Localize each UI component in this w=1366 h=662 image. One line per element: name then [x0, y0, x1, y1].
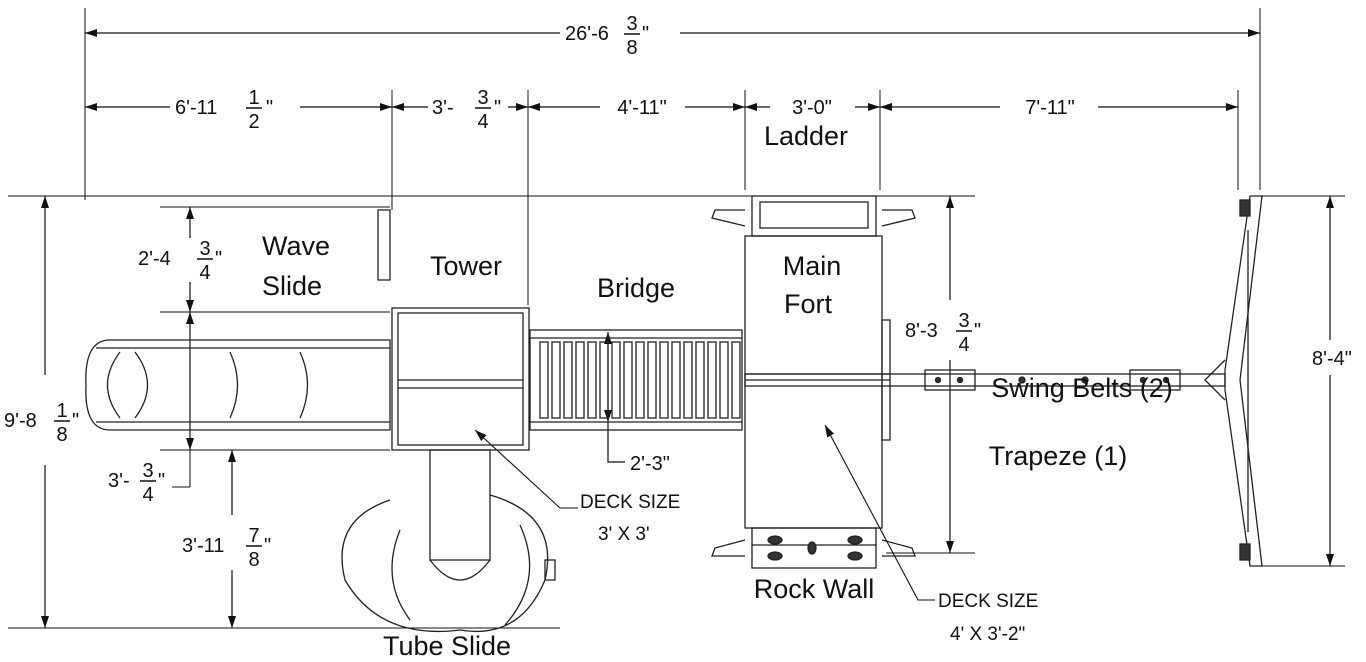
overall-width-dim: 26'-6	[565, 23, 609, 45]
fort-deck-note-2: 4' X 3'-2"	[950, 624, 1025, 645]
bridge-plank	[671, 341, 681, 419]
ladder-width-dim: 3'-0"	[792, 97, 832, 119]
fort-depth-den: 4	[958, 334, 969, 356]
tower-width-dim: 3'-	[432, 97, 454, 119]
swing-label-1: Swing Belts (2)	[991, 373, 1173, 403]
bridge-plank	[623, 341, 633, 419]
bridge-plank	[539, 341, 549, 419]
structure	[85, 195, 1263, 633]
wave-lower-dim: 3'-	[108, 470, 130, 492]
tube-depth-num: 7	[248, 525, 259, 547]
overall-depth-unit: "	[72, 410, 79, 432]
wave-slide-label-2: Slide	[262, 271, 322, 301]
wave-upper-num: 3	[199, 238, 210, 260]
bridge-depth-dim: 2'-3"	[630, 453, 670, 475]
tower-width-unit: "	[494, 97, 501, 119]
tower-deck-note-2: 3' X 3'	[598, 524, 650, 545]
tower-deck-note-1: DECK SIZE	[580, 492, 680, 513]
tube-depth-unit: "	[264, 535, 271, 557]
tower-label: Tower	[430, 251, 502, 281]
main-fort-label-2: Fort	[784, 289, 833, 319]
bridge-plank	[575, 341, 585, 419]
wave-width-unit: "	[266, 97, 273, 119]
overall-width-num: 3	[626, 13, 637, 35]
bridge-plank	[611, 341, 621, 419]
tube-depth-dim: 3'-11	[182, 535, 224, 557]
dimension-lines-horizontal	[85, 29, 1260, 111]
bridge-label: Bridge	[597, 273, 675, 303]
bridge-plank	[587, 341, 597, 419]
swing-width-dim: 7'-11"	[1025, 97, 1074, 119]
overall-depth-num: 1	[56, 400, 67, 422]
wave-width-den: 2	[248, 111, 259, 133]
bridge-plank	[647, 341, 657, 419]
bridge-plank	[683, 341, 693, 419]
tube-slide-label: Tube Slide	[383, 631, 511, 661]
bridge-plank	[695, 341, 705, 419]
bridge-plank	[659, 341, 669, 419]
tube-depth-den: 8	[248, 549, 259, 571]
bridge-drawing	[529, 329, 743, 431]
wave-slide-drawing	[85, 209, 391, 431]
fort-deck-note-1: DECK SIZE	[938, 591, 1038, 612]
overall-width-unit: "	[642, 23, 649, 45]
bridge-plank	[719, 341, 729, 419]
bridge-plank	[635, 341, 645, 419]
fort-depth-num: 3	[958, 310, 969, 332]
dimension-texts: 26'-6 3 8 " 6'-11 1 2 " 3'- 3 4 " 4'-11"…	[4, 13, 1352, 571]
tube-slide-drawing	[341, 449, 556, 633]
wave-upper-dim: 2'-4	[138, 248, 171, 270]
wave-upper-den: 4	[199, 262, 210, 284]
wave-width-num: 1	[248, 87, 259, 109]
fort-depth-unit: "	[974, 320, 981, 342]
rock-wall-drawing	[711, 527, 916, 569]
swing-depth-dim: 8'-4"	[1312, 348, 1352, 370]
bridge-plank	[707, 341, 717, 419]
tower-width-den: 4	[477, 111, 488, 133]
wave-width-dim: 6'-11	[175, 97, 217, 119]
a-frame-drawing	[1204, 195, 1263, 567]
bridge-plank	[551, 341, 561, 419]
ladder-drawing	[711, 195, 916, 237]
swing-label-2: Trapeze (1)	[989, 441, 1128, 471]
main-fort-label-1: Main	[783, 251, 842, 281]
rock-wall-label: Rock Wall	[754, 574, 875, 604]
wave-lower-unit: "	[158, 470, 165, 492]
deck-notes: DECK SIZE 3' X 3' DECK SIZE 4' X 3'-2"	[580, 492, 1038, 645]
wave-slide-label-1: Wave	[262, 231, 330, 261]
overall-depth-dim: 9'-8	[4, 410, 37, 432]
tower-drawing	[391, 307, 530, 451]
wave-upper-unit: "	[215, 248, 222, 270]
wave-lower-num: 3	[142, 460, 153, 482]
bridge-width-dim: 4'-11"	[617, 97, 666, 119]
leader-lines	[474, 424, 935, 601]
ladder-label: Ladder	[764, 121, 848, 151]
bridge-plank	[731, 341, 741, 419]
fort-depth-dim: 8'-3	[905, 320, 938, 342]
dimension-lines-vertical	[41, 196, 1334, 628]
tower-width-num: 3	[477, 87, 488, 109]
wave-lower-den: 4	[142, 484, 153, 506]
overall-width-den: 8	[626, 37, 637, 59]
bridge-plank	[563, 341, 573, 419]
bridge-plank	[599, 341, 609, 419]
feature-labels: Wave Slide Tower Bridge Ladder Main Fort…	[262, 121, 1173, 661]
overall-depth-den: 8	[56, 424, 67, 446]
